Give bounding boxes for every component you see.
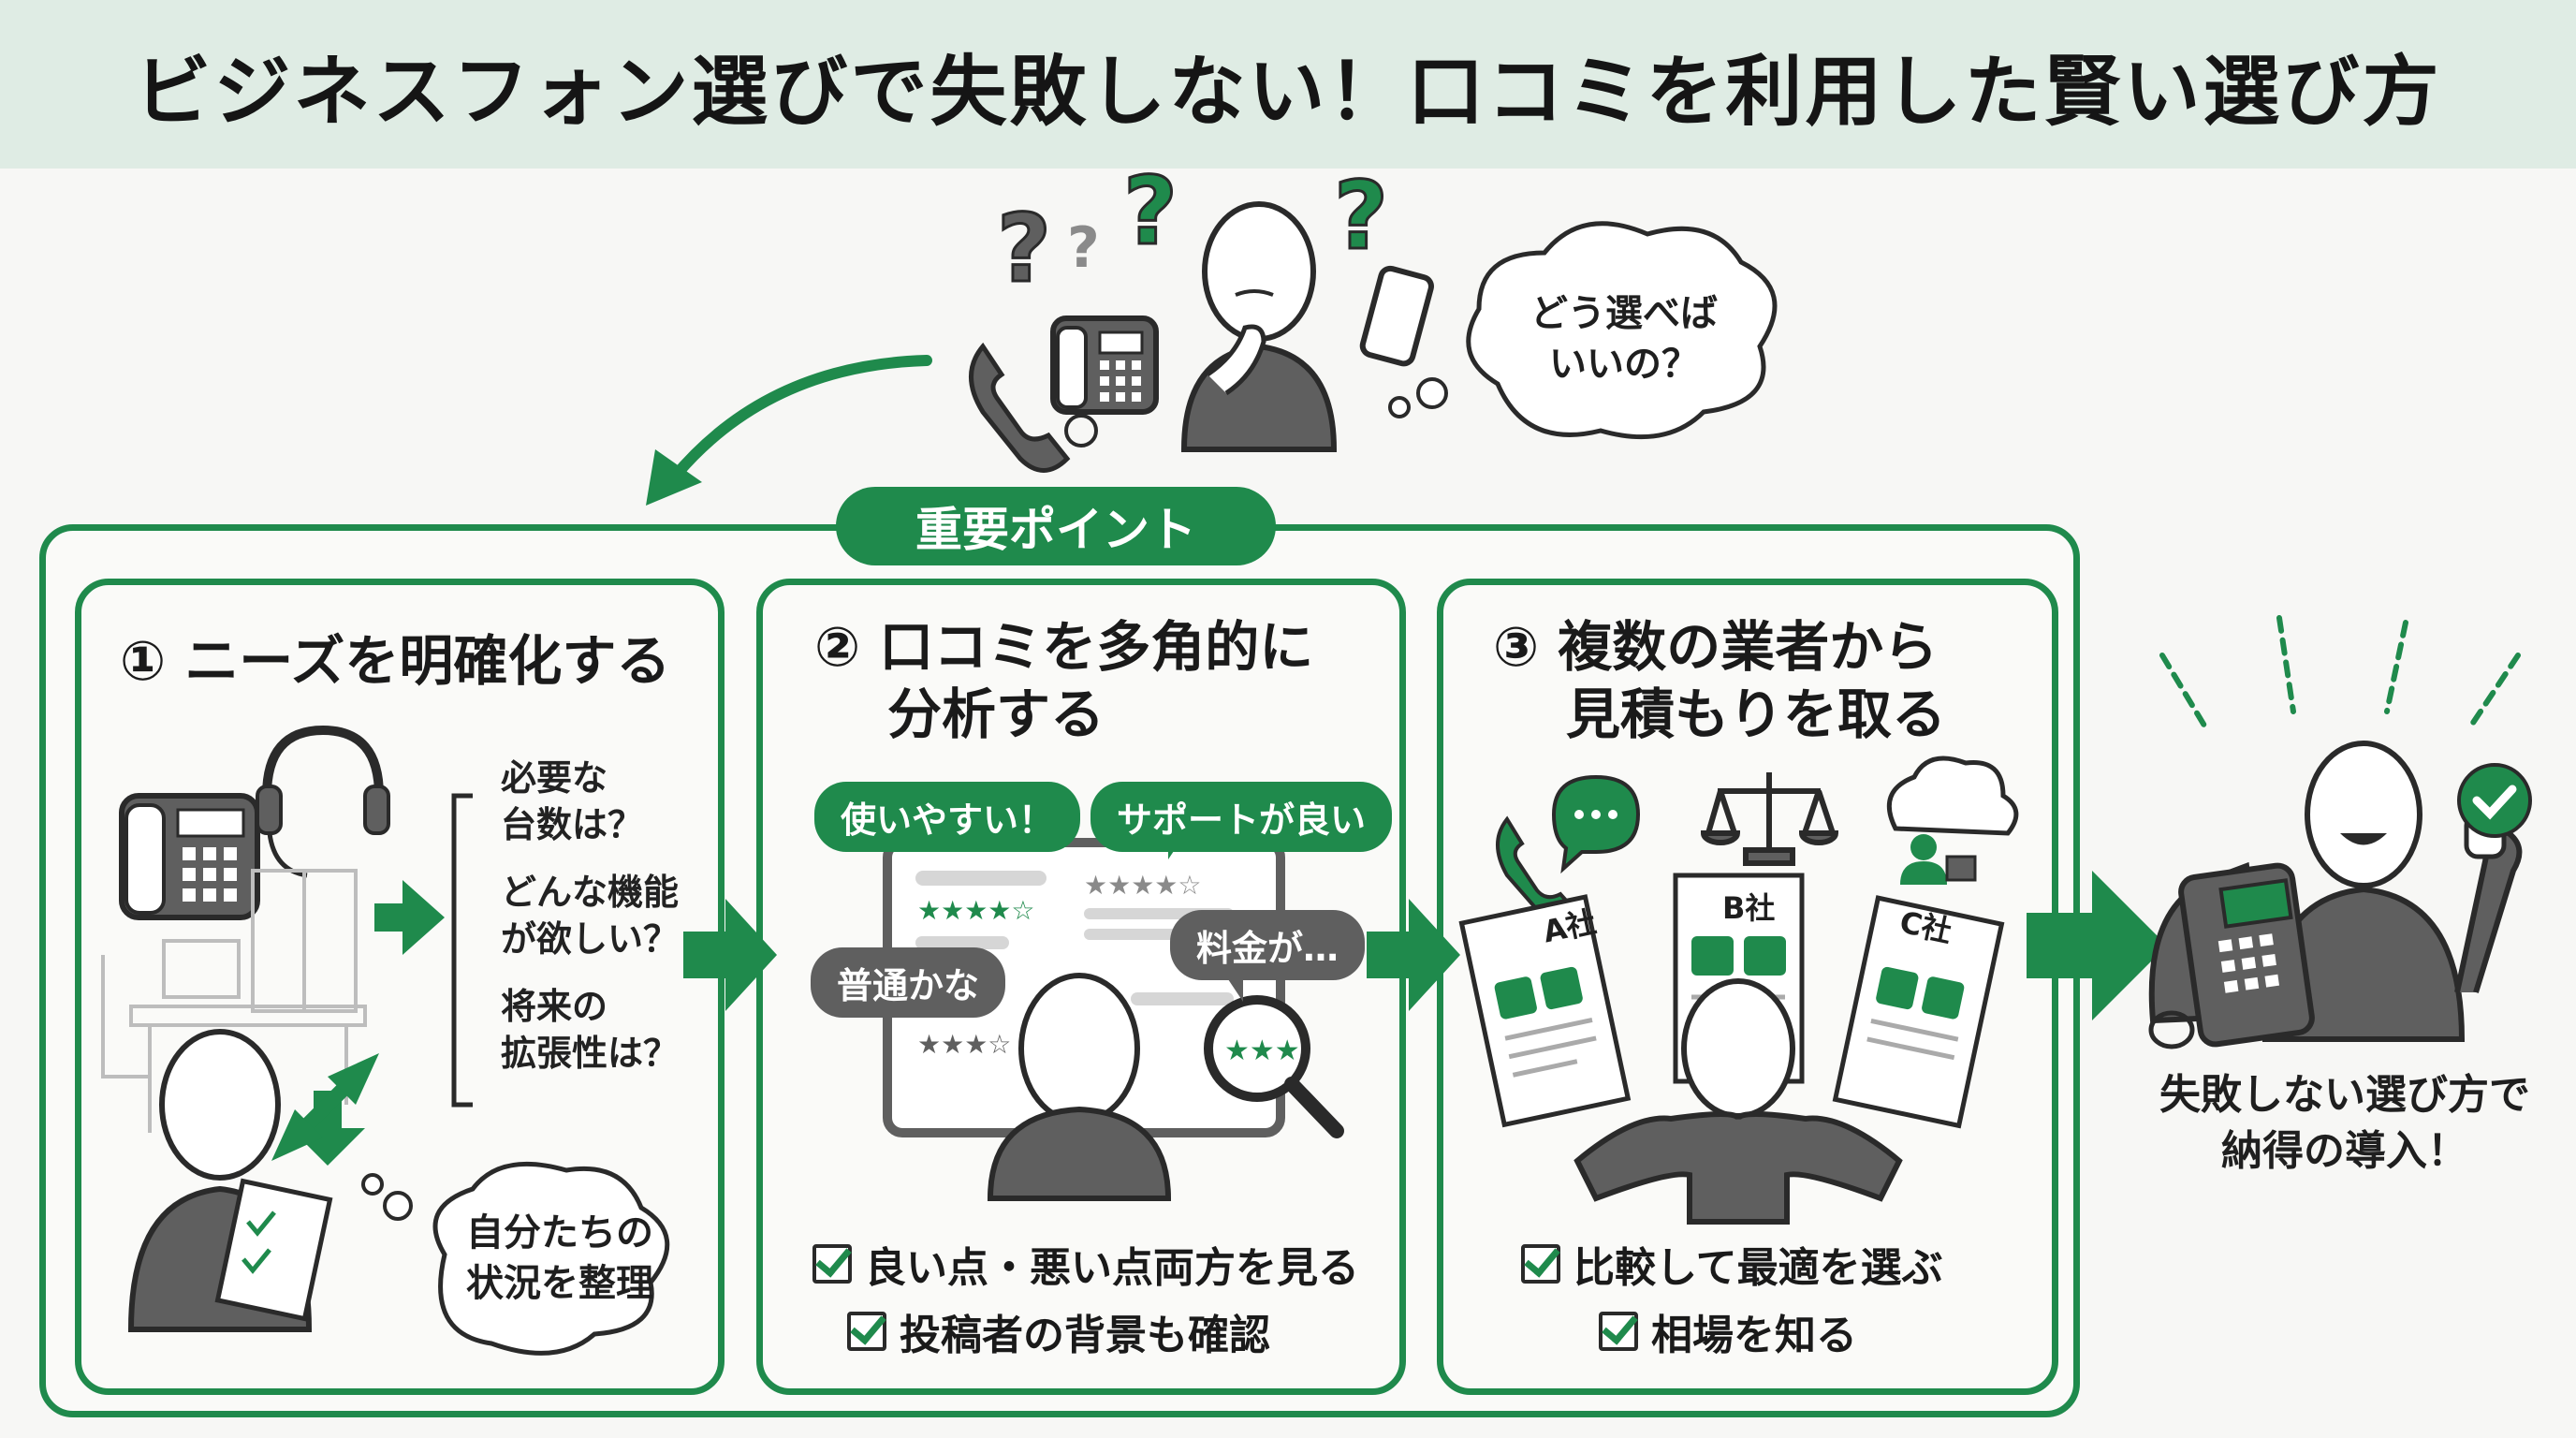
smartphone-icon (1359, 265, 1434, 367)
doc-b-label: B社 (1722, 890, 1776, 926)
result-illustration (2148, 615, 2532, 1049)
result-line-1: 失敗しない選び方で (2159, 1071, 2530, 1119)
scale-icon (1700, 772, 1839, 866)
arrow-right-icon (1367, 899, 1460, 1011)
svg-text:?: ? (997, 194, 1051, 303)
review-bubble-easy: 使いやすい！ (814, 782, 1081, 852)
desk-phone-icon (1050, 315, 1159, 448)
result-line-2: 納得の導入！ (2221, 1127, 2468, 1175)
question-3-line-1: 将来の (501, 986, 608, 1027)
question-mark-icon: ? ? ? ? (996, 169, 1390, 305)
step-1-title: ① ニーズを明確化する (120, 629, 671, 693)
step-3-illustration (1458, 756, 2019, 1225)
chat-icon (1551, 774, 1641, 874)
thought-cloud-shape (432, 1161, 670, 1356)
quote-doc-c (1832, 895, 2005, 1129)
step-1-illustration (101, 725, 670, 1356)
question-1-line-2: 台数は？ (501, 804, 644, 845)
arrow-right-icon (683, 899, 777, 1011)
top-illustration: ? ? ? ? (646, 169, 1778, 506)
desk-phone-icon (119, 793, 260, 920)
question-2: どんな機能 が欲しい？ (501, 869, 679, 962)
step-1-thought-line-2: 状況を整理 (466, 1262, 653, 1305)
review-bubble-support: サポートが良い (1090, 782, 1393, 852)
headset-icon (256, 725, 390, 878)
question-2-line-1: どんな機能 (501, 872, 680, 913)
step-3-check-1: 比較して最適を選ぶ (1521, 1234, 1943, 1294)
step-3-title: ③ 複数の業者から 見積もりを取る (1493, 613, 1946, 748)
step-1-thought-line-1: 自分たちの (466, 1211, 653, 1255)
arrow-right-icon (2027, 871, 2167, 1020)
thought-bubble: どう選べば いいの？ (1484, 288, 1764, 389)
checkbox-icon (812, 1244, 852, 1284)
key-points-badge: 重要ポイント (836, 487, 1276, 565)
checkbox-icon (847, 1312, 886, 1351)
step-3-check-2-label: 相場を知る (1651, 1312, 1857, 1359)
person-back-icon (1573, 978, 1903, 1225)
step-2-illustration: ★★★★☆ ★★★★☆ ★★★☆ ★★★ (883, 824, 1344, 1201)
svg-text:?: ? (1123, 169, 1178, 266)
step-2-title: ② 口コミを多角的に 分析する (814, 613, 1313, 748)
arrow-right-icon (374, 880, 445, 955)
cloud-user-icon (1886, 756, 2019, 885)
happy-person-icon (2261, 741, 2523, 1042)
step-3-title-line-1: ③ 複数の業者から (1493, 615, 1939, 679)
curved-arrow-icon (646, 355, 932, 506)
arrow-down-icon (290, 1091, 365, 1166)
person-clipboard-icon (127, 1029, 333, 1332)
svg-text:★★★: ★★★ (1224, 1034, 1300, 1067)
thought-bubble-shape (1388, 221, 1778, 440)
phone-handset-icon (969, 342, 1071, 473)
checkbox-icon (1599, 1312, 1638, 1351)
magnifier-icon: ★★★ (1204, 995, 1344, 1138)
step-2-check-2-label: 投稿者の背景も確認 (900, 1312, 1270, 1359)
thinking-person-icon (1180, 201, 1338, 452)
step-2-title-line-1: ② 口コミを多角的に (814, 615, 1314, 679)
step-2-check-1: 良い点・悪い点両方を見る (812, 1234, 1359, 1294)
sparkle-lines (2159, 615, 2521, 728)
office-sketch (101, 869, 367, 1133)
page-title: ビジネスフォン選びで失敗しない！口コミを利用した賢い選び方 (134, 47, 2442, 137)
step-2-title-line-2: 分析する (887, 682, 1105, 746)
svg-text:★★★☆: ★★★☆ (917, 1029, 1011, 1060)
question-1-line-1: 必要な (501, 757, 608, 799)
desk-phone-icon (2148, 861, 2315, 1049)
person-back-icon (987, 973, 1172, 1201)
question-3-line-2: 拡張性は？ (501, 1033, 680, 1074)
svg-text:★★★★☆: ★★★★☆ (917, 895, 1035, 926)
step-3-check-2: 相場を知る (1599, 1301, 1857, 1361)
svg-text:★★★★☆: ★★★★☆ (1084, 870, 1202, 901)
checkbox-icon (1521, 1244, 1560, 1284)
bracket-shape (451, 793, 473, 1108)
thought-line-1: どう選べば (1530, 292, 1718, 335)
svg-text:?: ? (1067, 215, 1100, 281)
thought-line-2: いいの？ (1549, 343, 1699, 386)
step-3-title-line-2: 見積もりを取る (1566, 682, 1947, 746)
step-3-check-1-label: 比較して最適を選ぶ (1573, 1244, 1943, 1292)
question-3: 将来の 拡張性は？ (501, 983, 679, 1077)
step-2-check-1-label: 良い点・悪い点両方を見る (865, 1244, 1359, 1292)
double-arrow-icon (271, 1053, 379, 1161)
svg-text:?: ? (1334, 169, 1388, 271)
step-2-check-2: 投稿者の背景も確認 (847, 1301, 1270, 1361)
question-2-line-2: が欲しい？ (501, 918, 680, 960)
title-bar: ビジネスフォン選びで失敗しない！口コミを利用した賢い選び方 (0, 0, 2576, 169)
question-1: 必要な 台数は？ (501, 755, 643, 848)
check-circle-icon (2457, 763, 2532, 838)
review-bubble-average: 普通かな (811, 947, 1006, 1018)
result-message: 失敗しない選び方で 納得の導入！ (2125, 1067, 2565, 1180)
step-1-thought: 自分たちの 状況を整理 (447, 1208, 672, 1309)
quote-doc-a (1458, 894, 1632, 1128)
review-bubble-price: 料金が… (1170, 910, 1366, 980)
